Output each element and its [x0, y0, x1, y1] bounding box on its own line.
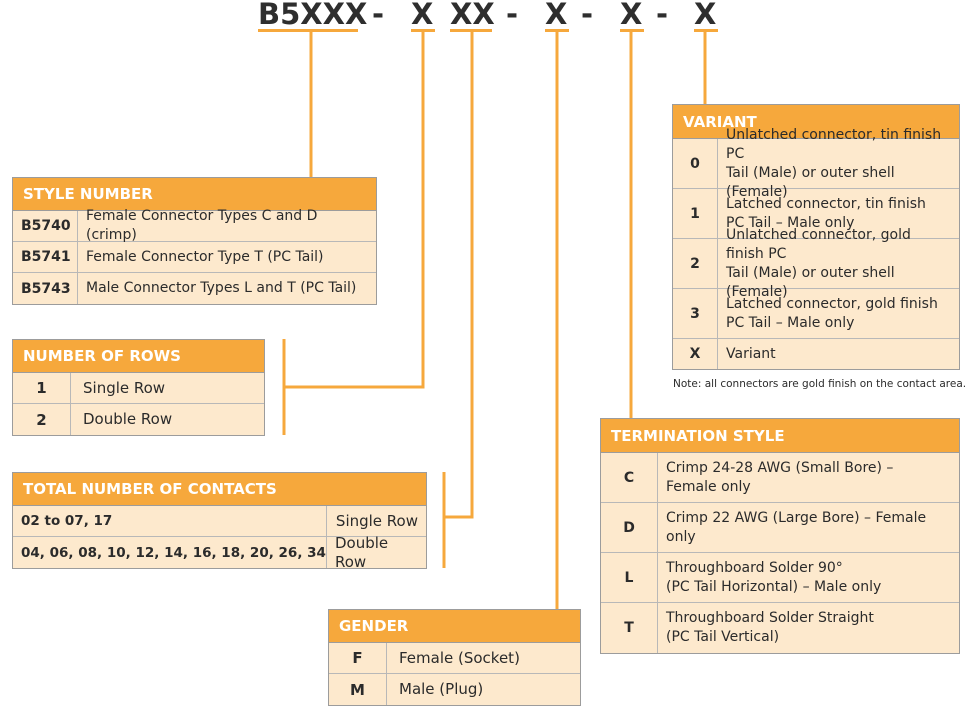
variant-description-line: Latched connector, tin finish: [726, 195, 926, 212]
rows-code: 2: [13, 404, 71, 435]
variant-table: VARIANT 0 Unlatched connector, tin finis…: [672, 104, 960, 370]
code-segment-variant: X: [694, 0, 717, 31]
table-row: T Throughboard Solder Straight (PC Tail …: [601, 603, 959, 653]
contacts-description: Single Row: [335, 511, 418, 530]
variant-description-line: Latched connector, gold finish: [726, 295, 938, 312]
rows-description: Double Row: [83, 410, 173, 428]
gender-description: Male (Plug): [399, 680, 484, 698]
variant-note: Note: all connectors are gold finish on …: [673, 378, 967, 390]
total-contacts-table: TOTAL NUMBER OF CONTACTS 02 to 07, 17 Si…: [12, 472, 427, 571]
variant-description-line: Tail (Male) or outer shell (Female): [726, 164, 895, 200]
termination-description-line: (PC Tail Vertical): [666, 629, 780, 645]
table-row: 0 Unlatched connector, tin finish PC Tai…: [673, 127, 959, 200]
table-row: 1 Single Row: [13, 373, 264, 404]
code-underline: [450, 29, 492, 32]
table-row: M Male (Plug): [329, 674, 580, 705]
style-description: Female Connector Types C and D (crimp): [86, 208, 318, 243]
variant-description-line: PC Tail – Male only: [726, 314, 855, 331]
variant-description-line: Unlatched connector, gold finish PC: [726, 226, 911, 262]
termination-style-title: TERMINATION STYLE: [601, 419, 959, 453]
table-row: B5740 Female Connector Types C and D (cr…: [13, 208, 376, 243]
code-segment-series: B5XXX: [258, 0, 368, 31]
code-dash: -: [581, 0, 594, 31]
table-row: C Crimp 24-28 AWG (Small Bore) – Female …: [601, 453, 959, 503]
termination-style-table: TERMINATION STYLE C Crimp 24-28 AWG (Sma…: [600, 418, 960, 654]
table-row: 2 Double Row: [13, 404, 264, 435]
total-contacts-title: TOTAL NUMBER OF CONTACTS: [13, 473, 426, 506]
style-number-table: STYLE NUMBER B5740 Female Connector Type…: [12, 177, 377, 305]
style-description: Female Connector Type T (PC Tail): [86, 248, 324, 265]
number-of-rows-table: NUMBER OF ROWS 1 Single Row 2 Double Row: [12, 339, 265, 436]
gender-code: M: [329, 674, 387, 705]
code-dash: -: [506, 0, 519, 31]
variant-code: 0: [673, 139, 718, 188]
code-segment-termination: X: [620, 0, 643, 31]
contacts-description: Double Row: [335, 533, 389, 571]
termination-code: T: [601, 603, 658, 653]
style-code: B5741: [13, 242, 78, 272]
style-code: B5740: [13, 211, 78, 241]
style-code: B5743: [13, 273, 78, 304]
code-segment-contacts: XX: [450, 0, 495, 31]
table-row: B5743 Male Connector Types L and T (PC T…: [13, 273, 376, 304]
code-segment-gender: X: [545, 0, 568, 31]
line-total-contacts: [444, 32, 474, 519]
table-row: 04, 06, 08, 10, 12, 14, 16, 18, 20, 26, …: [13, 533, 426, 571]
code-dash: -: [372, 0, 385, 31]
table-row: 02 to 07, 17 Single Row: [13, 506, 426, 537]
code-underline: [545, 29, 569, 32]
variant-description-line: Variant: [726, 345, 776, 362]
termination-code: C: [601, 453, 658, 502]
rows-code: 1: [13, 373, 71, 403]
number-of-rows-title: NUMBER OF ROWS: [13, 340, 264, 373]
style-number-title: STYLE NUMBER: [13, 178, 376, 211]
rows-description: Single Row: [83, 378, 166, 397]
code-dash: -: [656, 0, 669, 31]
code-underline: [258, 29, 358, 32]
code-underline: [411, 29, 435, 32]
variant-description-line: PC Tail – Male only: [726, 214, 855, 231]
variant-description-line: Tail (Male) or outer shell (Female): [726, 264, 895, 300]
gender-title: GENDER: [329, 610, 580, 643]
table-row: 1 Latched connector, tin finish PC Tail …: [673, 189, 959, 239]
table-row: B5741 Female Connector Type T (PC Tail): [13, 242, 376, 273]
termination-code: L: [601, 553, 658, 602]
code-segment-rows: X: [411, 0, 434, 31]
variant-code: X: [673, 339, 718, 369]
variant-code: 1: [673, 189, 718, 238]
gender-table: GENDER F Female (Socket) M Male (Plug): [328, 609, 581, 706]
gender-description: Female (Socket): [399, 648, 520, 667]
termination-code: D: [601, 503, 658, 552]
table-row: 2 Unlatched connector, gold finish PC Ta…: [673, 227, 959, 300]
table-row: F Female (Socket): [329, 643, 580, 674]
variant-code: 3: [673, 289, 718, 338]
code-underline: [620, 29, 644, 32]
table-row: 3 Latched connector, gold finish PC Tail…: [673, 289, 959, 339]
termination-description-line: Crimp 24-28 AWG (Small Bore) –: [666, 459, 894, 476]
line-number-of-rows: [284, 32, 425, 389]
termination-description-line: Female only: [666, 478, 751, 495]
variant-description-line: Unlatched connector, tin finish PC: [726, 126, 942, 162]
termination-description-line: Throughboard Solder 90°: [666, 559, 843, 576]
variant-code: 2: [673, 239, 718, 288]
table-row: L Throughboard Solder 90° (PC Tail Horiz…: [601, 553, 959, 603]
gender-code: F: [329, 643, 387, 673]
contacts-code: 02 to 07, 17: [13, 506, 327, 536]
contacts-code: 04, 06, 08, 10, 12, 14, 16, 18, 20, 26, …: [13, 537, 327, 568]
termination-description-line: Throughboard Solder Straight: [666, 610, 874, 626]
termination-description-line: Crimp 22 AWG (Large Bore) – Female only: [666, 509, 927, 545]
table-row: X Variant: [673, 339, 959, 369]
table-row: D Crimp 22 AWG (Large Bore) – Female onl…: [601, 503, 959, 553]
style-description: Male Connector Types L and T (PC Tail): [86, 280, 357, 296]
termination-description-line: (PC Tail Horizontal) – Male only: [666, 578, 882, 595]
variant-title: VARIANT: [673, 105, 959, 139]
code-underline: [694, 29, 718, 32]
